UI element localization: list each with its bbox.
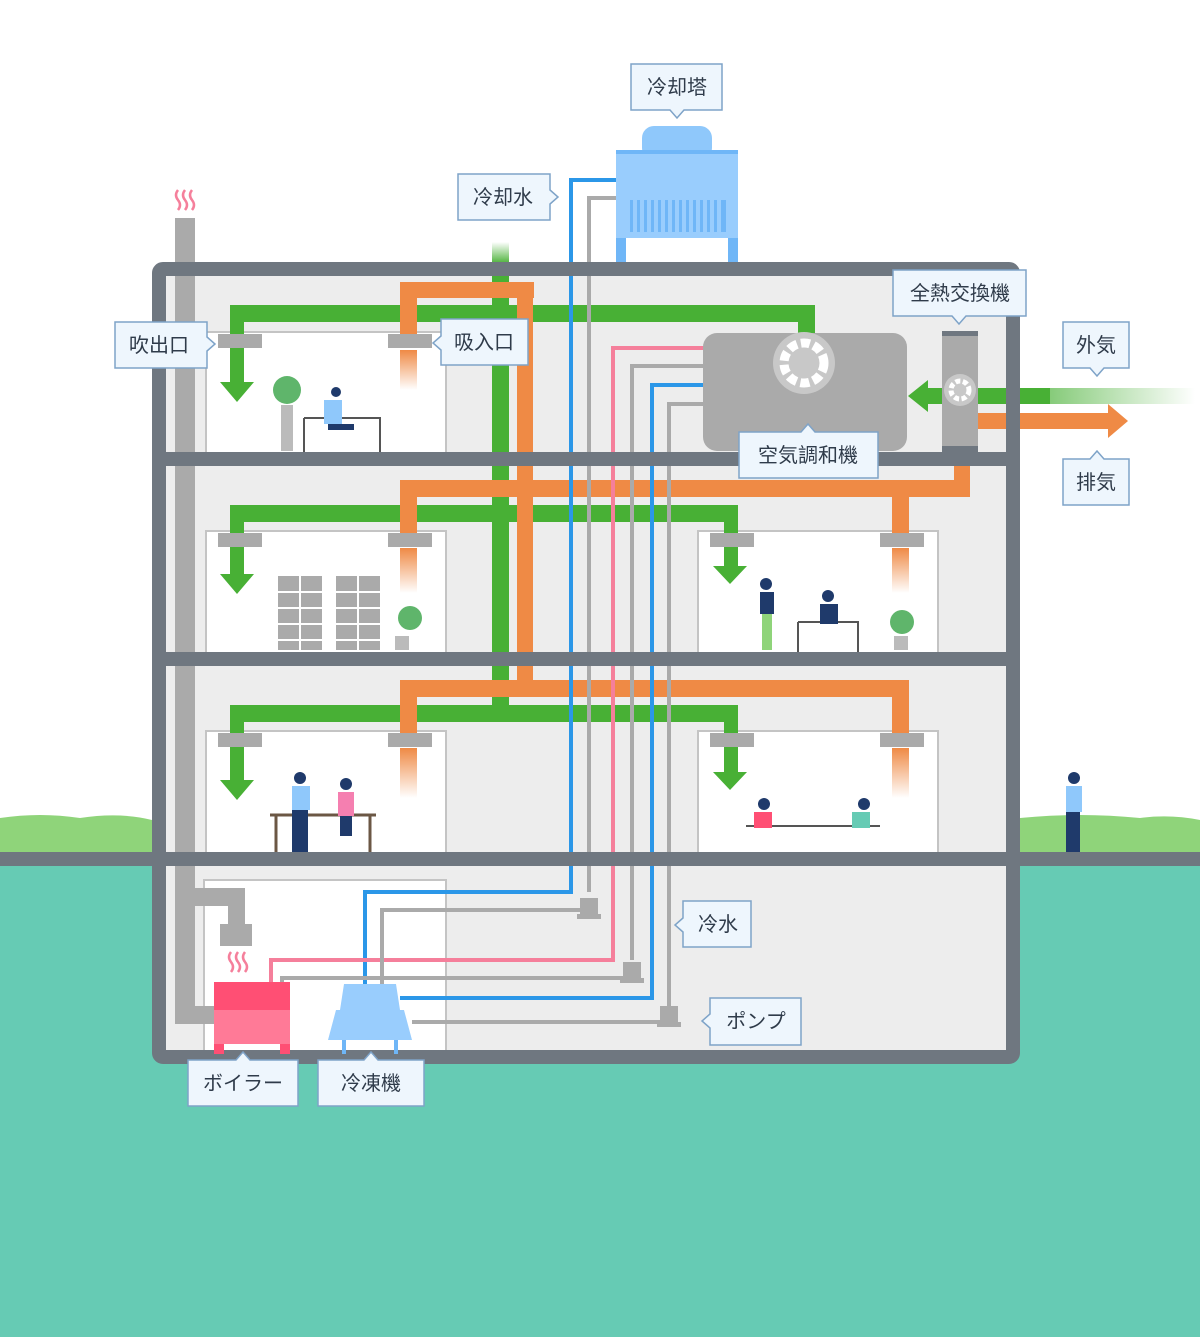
label-chiller: 冷凍機 bbox=[341, 1071, 401, 1095]
label-cooling-tower: 冷却塔 bbox=[647, 75, 707, 99]
chilled-water-pipe bbox=[400, 383, 705, 1000]
outside-air-arrow-icon bbox=[908, 380, 928, 412]
down-arrow-icons bbox=[220, 382, 747, 800]
label-heat-exchanger: 全熱交換機 bbox=[910, 281, 1010, 305]
label-boiler: ボイラー bbox=[203, 1071, 283, 1095]
return-grille-fades bbox=[400, 350, 909, 798]
chiller-icon bbox=[328, 984, 412, 1054]
callouts bbox=[114, 63, 1130, 1107]
callout-chilled-water bbox=[673, 900, 752, 948]
label-air-handler: 空気調和機 bbox=[758, 443, 858, 467]
label-outlet: 吹出口 bbox=[129, 333, 189, 357]
cooling-tower-icon bbox=[616, 126, 738, 262]
callout-cooling-tower bbox=[630, 63, 723, 120]
hot-water-return bbox=[630, 364, 705, 960]
air-handler-icon bbox=[703, 332, 907, 451]
smoke-icon bbox=[174, 189, 196, 211]
callout-outside-air bbox=[1062, 321, 1130, 378]
callout-cooling-water bbox=[457, 173, 560, 221]
label-inlet: 吸入口 bbox=[454, 330, 514, 354]
chimney bbox=[175, 218, 252, 1024]
grass-right bbox=[1020, 815, 1200, 852]
cooling-water-pipe bbox=[363, 178, 616, 990]
label-cooling-water: 冷却水 bbox=[473, 185, 533, 209]
supply-air-intake bbox=[492, 242, 509, 264]
label-exhaust: 排気 bbox=[1076, 470, 1116, 494]
desk-icon bbox=[270, 813, 376, 852]
diffusers bbox=[218, 334, 924, 747]
exhaust-arrow-icon bbox=[1108, 404, 1128, 438]
label-pump: ポンプ bbox=[726, 1009, 785, 1033]
callout-pump bbox=[700, 997, 802, 1046]
plant-icon bbox=[273, 376, 914, 634]
ground-floor-slab bbox=[152, 852, 1020, 866]
return-air-duct bbox=[400, 282, 1110, 735]
person-icon bbox=[292, 387, 1082, 852]
label-outside-air: 外気 bbox=[1076, 333, 1116, 357]
chilled-water-return bbox=[667, 402, 705, 1006]
grass-left bbox=[0, 815, 152, 852]
callout-boiler bbox=[187, 1050, 299, 1107]
callout-chiller bbox=[317, 1050, 425, 1107]
callout-inlet bbox=[431, 318, 529, 366]
callout-exhaust bbox=[1062, 449, 1130, 506]
label-chilled-water: 冷水 bbox=[698, 912, 738, 936]
pipes bbox=[269, 178, 705, 1024]
hot-water-pipe bbox=[269, 346, 705, 985]
heat-exchanger-icon bbox=[942, 331, 978, 452]
callout-air-handler bbox=[738, 422, 879, 479]
office-furniture bbox=[270, 376, 1082, 852]
boiler-icon bbox=[214, 951, 290, 1054]
callout-heat-exchanger bbox=[892, 269, 1027, 326]
pump-icons bbox=[577, 898, 681, 1027]
callout-outlet bbox=[114, 321, 217, 369]
